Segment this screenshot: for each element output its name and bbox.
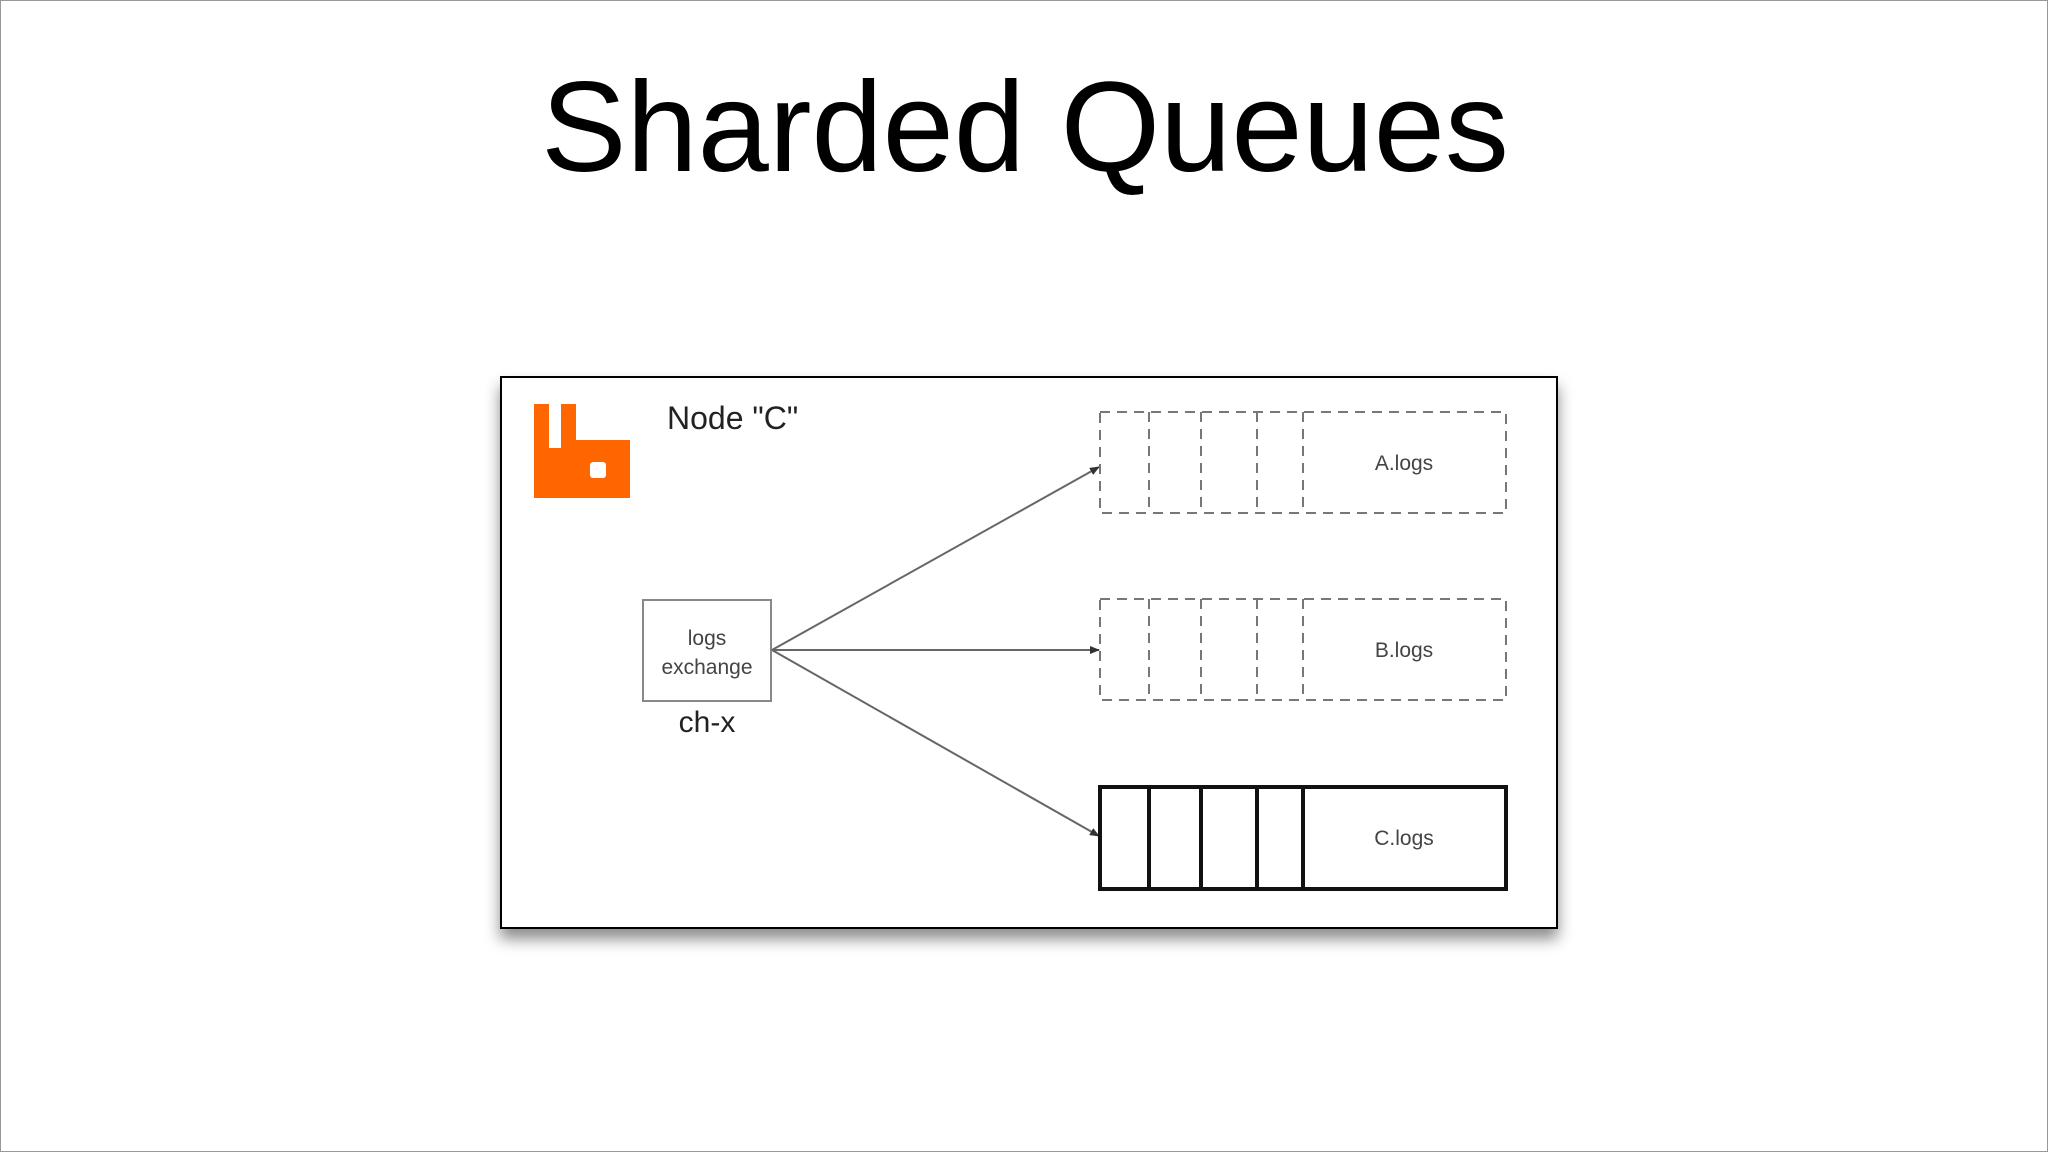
exchange-label-line2: exchange: [661, 656, 752, 679]
queue-c-label: C.logs: [1374, 827, 1434, 850]
exchange-label-line1: logs: [688, 627, 727, 650]
queue-b: B.logs: [1099, 598, 1507, 701]
queue-c: C.logs: [1098, 785, 1508, 891]
arrow-to-queue-a: [771, 466, 1100, 651]
queue-a-label: A.logs: [1375, 452, 1433, 475]
exchange-type-label: ch-x: [679, 706, 736, 739]
rabbitmq-logo-icon: [534, 404, 630, 498]
diagram-canvas: Node "C" logs exchange ch-x A.logs: [534, 400, 1508, 891]
exchange-box: [642, 599, 772, 702]
slide-title: Sharded Queues: [541, 56, 1509, 199]
node-label: Node "C": [667, 400, 798, 436]
queue-a: A.logs: [1099, 411, 1507, 514]
queue-b-label: B.logs: [1375, 639, 1433, 662]
arrow-to-queue-c: [771, 649, 1100, 837]
diagram-frame: Node "C" logs exchange ch-x A.logs: [500, 376, 1558, 929]
